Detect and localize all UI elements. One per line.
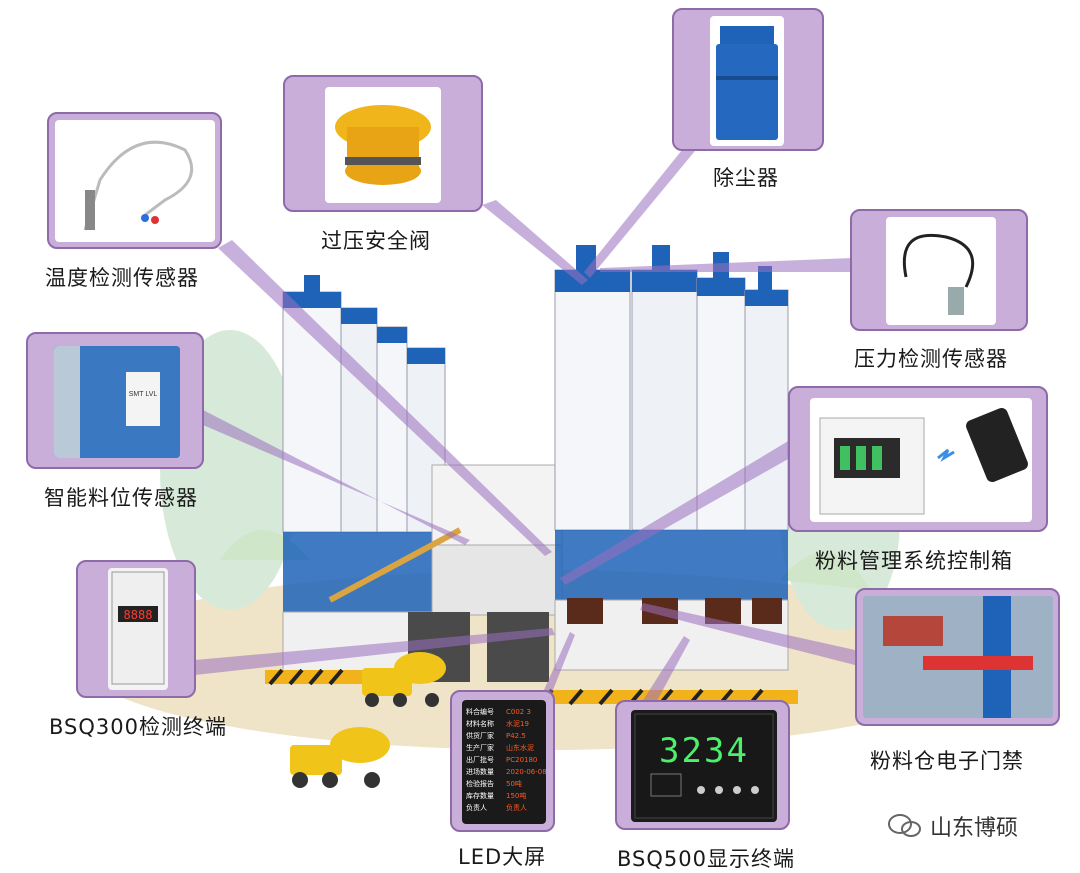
- led-row-value: PC20180: [506, 756, 537, 764]
- access-control-icon: [863, 596, 1053, 718]
- led-row-label: 生产厂家: [466, 743, 494, 752]
- led-row-label: 负责人: [466, 803, 487, 812]
- level-sensor-icon: SMT LVL: [54, 346, 180, 458]
- wechat-icon: [888, 814, 921, 837]
- level-sensor-device-text: SMT LVL: [129, 391, 158, 398]
- callout-bsq300: 8888: [76, 560, 196, 698]
- mixer-truck-2: [290, 727, 390, 788]
- led-row-label: 出厂批号: [466, 755, 494, 764]
- led-row-value: C002 3: [506, 708, 531, 716]
- callout-led-screen: 料合编号 C002 3 材料名称 水泥19 供货厂家 P42.5 生产厂家 山东水泥出厂批号 P…: [450, 690, 555, 832]
- led-row-label: 库存数量: [466, 791, 494, 800]
- label-temp-sensor: 温度检测传感器: [45, 266, 199, 290]
- watermark-text: 山东博硕: [930, 816, 1019, 841]
- led-row-value: 山东水泥: [506, 743, 534, 752]
- callout-level-sensor: SMT LVL: [26, 332, 204, 469]
- label-level-sensor: 智能料位传感器: [44, 486, 198, 510]
- callout-pressure-sensor: [850, 209, 1028, 331]
- safety-valve-icon: [335, 105, 431, 185]
- led-row-value: 水泥19: [506, 719, 529, 728]
- label-bsq500: BSQ500显示终端: [617, 847, 795, 871]
- temperature-sensor-icon: [83, 140, 194, 231]
- led-row-label: 材料名称: [466, 719, 494, 728]
- callout-temp-sensor: [47, 112, 222, 249]
- control-box-icon: [819, 407, 1028, 515]
- label-safety-valve: 过压安全阀: [321, 229, 431, 253]
- led-row-value: 150吨: [506, 791, 526, 800]
- bsq300-display-digits: 8888: [124, 608, 153, 622]
- label-access-control: 粉料仓电子门禁: [870, 749, 1024, 773]
- led-row-label: 料合编号: [466, 707, 494, 716]
- bsq500-terminal-icon: 3234: [634, 713, 774, 819]
- led-row-label: 检验报告: [466, 779, 494, 788]
- callout-bsq500: 3234: [615, 700, 790, 830]
- callout-control-box: [788, 386, 1048, 532]
- callout-dust-collector: [672, 8, 824, 151]
- watermark: 山东博硕: [888, 810, 1018, 842]
- pressure-sensor-icon: [902, 233, 975, 315]
- label-led-screen: LED大屏: [458, 845, 547, 869]
- dust-collector-icon: [716, 26, 778, 140]
- label-pressure-sensor: 压力检测传感器: [854, 347, 1008, 371]
- bsq300-terminal-icon: 8888: [111, 571, 165, 685]
- label-control-box: 粉料管理系统控制箱: [815, 549, 1013, 573]
- label-bsq300: BSQ300检测终端: [49, 715, 227, 739]
- silo-group-right: [554, 245, 789, 671]
- connector-lines: [195, 140, 855, 710]
- bsq500-display-digits: 3234: [659, 731, 749, 771]
- led-row-value: 50吨: [506, 779, 522, 788]
- led-row-value: P42.5: [506, 732, 526, 740]
- led-row-label: 进场数量: [466, 767, 494, 776]
- led-row-value: 2020-06-08: [506, 768, 546, 776]
- label-dust-collector: 除尘器: [713, 166, 779, 190]
- led-row-value: 负责人: [506, 803, 527, 812]
- callout-access-control: [855, 588, 1060, 726]
- callout-safety-valve: [283, 75, 483, 212]
- mixer-truck-1: [362, 652, 446, 707]
- led-row-label: 供货厂家: [466, 731, 494, 740]
